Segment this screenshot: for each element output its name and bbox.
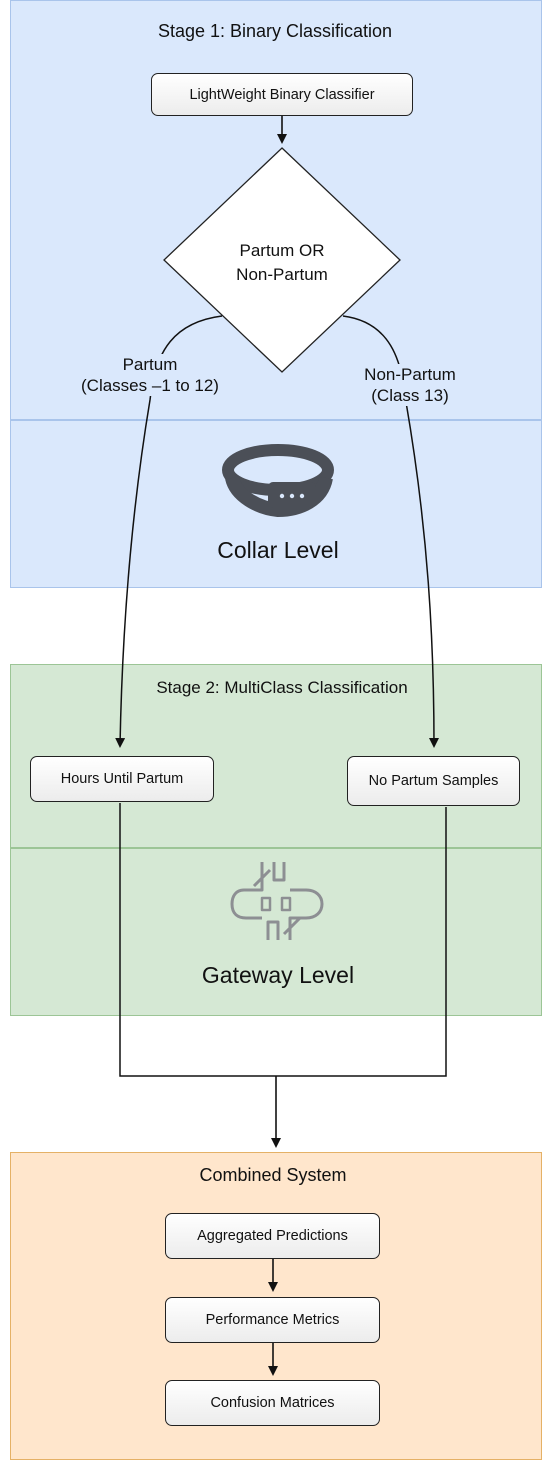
non-partum-branch-line2: (Class 13) <box>371 386 449 405</box>
gateway-icon <box>230 862 324 940</box>
stage1-title: Stage 1: Binary Classification <box>157 21 393 41</box>
collar-icon <box>222 444 334 518</box>
aggregated-predictions-box: Aggregated Predictions <box>165 1213 380 1259</box>
partum-branch-line2: (Classes –1 to 12) <box>81 376 219 395</box>
arrow-non-partum-branch <box>342 315 439 748</box>
partum-branch-label: Partum (Classes –1 to 12) <box>55 354 245 396</box>
non-partum-branch-line1: Non-Partum <box>364 365 456 384</box>
gateway-level-panel <box>10 848 542 1016</box>
decision-label: Partum OR Non-Partum <box>182 239 382 287</box>
hours-until-partum-box: Hours Until Partum <box>30 756 214 802</box>
performance-metrics-box: Performance Metrics <box>165 1297 380 1343</box>
merge-line-left <box>119 803 276 1077</box>
confusion-matrices-box: Confusion Matrices <box>165 1380 380 1426</box>
decision-label-line2: Non-Partum <box>236 265 328 284</box>
partum-branch-line1: Partum <box>122 355 178 374</box>
arrow-partum-branch <box>115 315 223 748</box>
gateway-level-title: Gateway Level <box>201 962 355 988</box>
collar-level-title: Collar Level <box>217 537 339 563</box>
non-partum-branch-label: Non-Partum (Class 13) <box>340 364 480 406</box>
no-partum-samples-box: No Partum Samples <box>347 756 520 806</box>
merge-line-right <box>276 807 447 1077</box>
decision-diamond <box>163 147 401 373</box>
binary-classifier-box: LightWeight Binary Classifier <box>151 73 413 116</box>
stage2-title: Stage 2: MultiClass Classification <box>156 678 408 697</box>
decision-label-line1: Partum OR <box>239 241 325 260</box>
combined-system-title: Combined System <box>199 1165 347 1185</box>
